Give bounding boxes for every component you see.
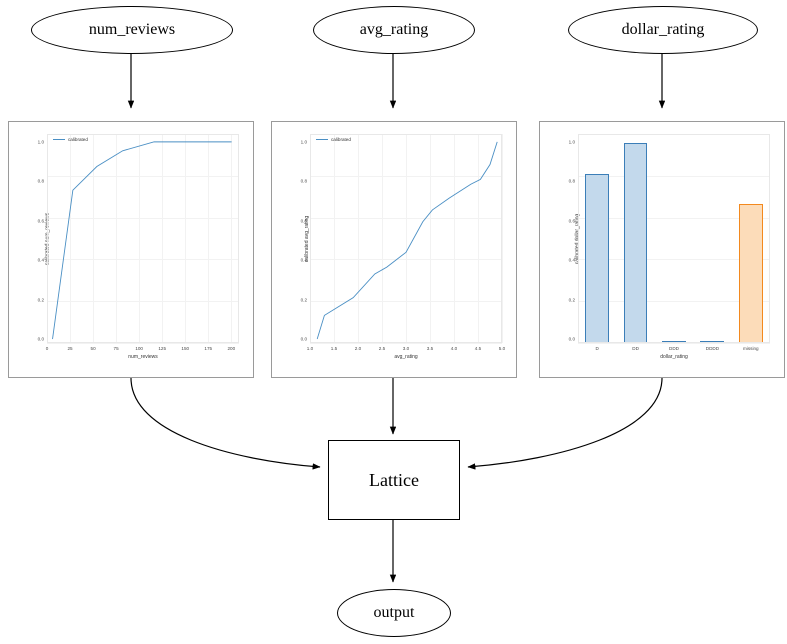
ytick: 0.4 bbox=[568, 257, 575, 263]
line-series-calibrated bbox=[47, 134, 239, 343]
node-num-reviews[interactable]: num_reviews bbox=[31, 6, 233, 54]
ytick: 0.2 bbox=[300, 297, 307, 303]
xtick: 150 bbox=[181, 346, 190, 351]
xtick: 5.0 bbox=[498, 346, 506, 351]
xtick: 4.0 bbox=[450, 346, 458, 351]
node-output-label: output bbox=[373, 604, 415, 621]
xtick: DD bbox=[632, 346, 639, 351]
legend-swatch-calibrated bbox=[316, 138, 328, 141]
bar-missing bbox=[738, 204, 763, 343]
xtick: 125 bbox=[158, 346, 167, 351]
legend-label-calibrated: calibrated bbox=[68, 137, 88, 142]
xtick: 175 bbox=[204, 346, 213, 351]
chart-legend: calibrated bbox=[53, 137, 88, 142]
line-series-calibrated bbox=[310, 134, 502, 343]
ytick: 0.2 bbox=[37, 297, 44, 303]
xtick: 2.0 bbox=[354, 346, 362, 351]
xtick: 4.5 bbox=[474, 346, 482, 351]
xtick: 1.0 bbox=[306, 346, 314, 351]
xtick: 2.5 bbox=[378, 346, 386, 351]
node-num-reviews-label: num_reviews bbox=[88, 21, 176, 38]
ytick: 0.0 bbox=[37, 336, 44, 342]
legend-label-calibrated: calibrated bbox=[331, 137, 351, 142]
chart-panel-avg-rating: 1.0 0.8 0.6 0.4 0.2 0.0 1.0 1.5 2.0 2.5 … bbox=[271, 121, 517, 378]
ytick: 0.0 bbox=[568, 336, 575, 342]
xtick: 100 bbox=[135, 346, 143, 351]
ytick: 0.0 bbox=[300, 336, 307, 342]
xtick: missing bbox=[743, 346, 759, 351]
xtick: 25 bbox=[67, 346, 73, 351]
node-avg-rating[interactable]: avg_rating bbox=[313, 6, 475, 54]
node-output[interactable]: output bbox=[337, 589, 451, 637]
ytick: 0.6 bbox=[568, 218, 575, 224]
bar-D bbox=[585, 174, 610, 343]
yaxis-label: calibrated dollar_rating bbox=[574, 213, 581, 264]
ytick: 0.8 bbox=[300, 178, 307, 184]
xtick: DDDD bbox=[705, 346, 720, 351]
chart-panel-num-reviews: 1.0 0.8 0.6 0.4 0.2 0.0 0 25 50 75 100 1… bbox=[8, 121, 254, 378]
bar-DD bbox=[623, 143, 648, 343]
chart-legend: calibrated bbox=[316, 137, 351, 142]
xtick: 3.0 bbox=[402, 346, 410, 351]
xtick: 75 bbox=[113, 346, 119, 351]
ytick: 0.2 bbox=[568, 297, 575, 303]
axes-num-reviews: 1.0 0.8 0.6 0.4 0.2 0.0 0 25 50 75 100 1… bbox=[38, 134, 239, 360]
xaxis-label: avg_rating bbox=[394, 354, 418, 360]
xtick: DDD bbox=[669, 346, 679, 351]
xaxis-label: dollar_rating bbox=[660, 354, 688, 360]
node-lattice[interactable]: Lattice bbox=[328, 440, 460, 520]
xtick: 3.5 bbox=[426, 346, 434, 351]
bar-DDD bbox=[662, 341, 686, 343]
ytick: 1.0 bbox=[300, 139, 307, 145]
ytick: 0.4 bbox=[300, 257, 307, 263]
xtick: 50 bbox=[90, 346, 96, 351]
xaxis-label: num_reviews bbox=[128, 354, 158, 360]
xtick: 0 bbox=[45, 346, 49, 351]
legend-swatch-calibrated bbox=[53, 138, 65, 141]
bar-DDDD bbox=[700, 341, 725, 343]
node-dollar-rating-label: dollar_rating bbox=[621, 21, 705, 38]
xtick: 200 bbox=[227, 346, 236, 351]
bar-series-dollar-rating bbox=[578, 134, 770, 343]
ytick: 0.4 bbox=[37, 257, 44, 263]
ytick: 0.6 bbox=[37, 218, 44, 224]
ytick: 0.8 bbox=[37, 178, 44, 184]
node-dollar-rating[interactable]: dollar_rating bbox=[568, 6, 758, 54]
ytick: 0.8 bbox=[568, 178, 575, 184]
ytick: 1.0 bbox=[37, 139, 44, 145]
node-avg-rating-label: avg_rating bbox=[359, 21, 429, 38]
node-lattice-label: Lattice bbox=[369, 469, 419, 490]
xtick: 1.5 bbox=[330, 346, 338, 351]
ytick: 0.6 bbox=[300, 218, 307, 224]
axes-avg-rating: 1.0 0.8 0.6 0.4 0.2 0.0 1.0 1.5 2.0 2.5 … bbox=[301, 134, 505, 360]
ytick: 1.0 bbox=[568, 139, 575, 145]
xtick: D bbox=[595, 346, 599, 351]
